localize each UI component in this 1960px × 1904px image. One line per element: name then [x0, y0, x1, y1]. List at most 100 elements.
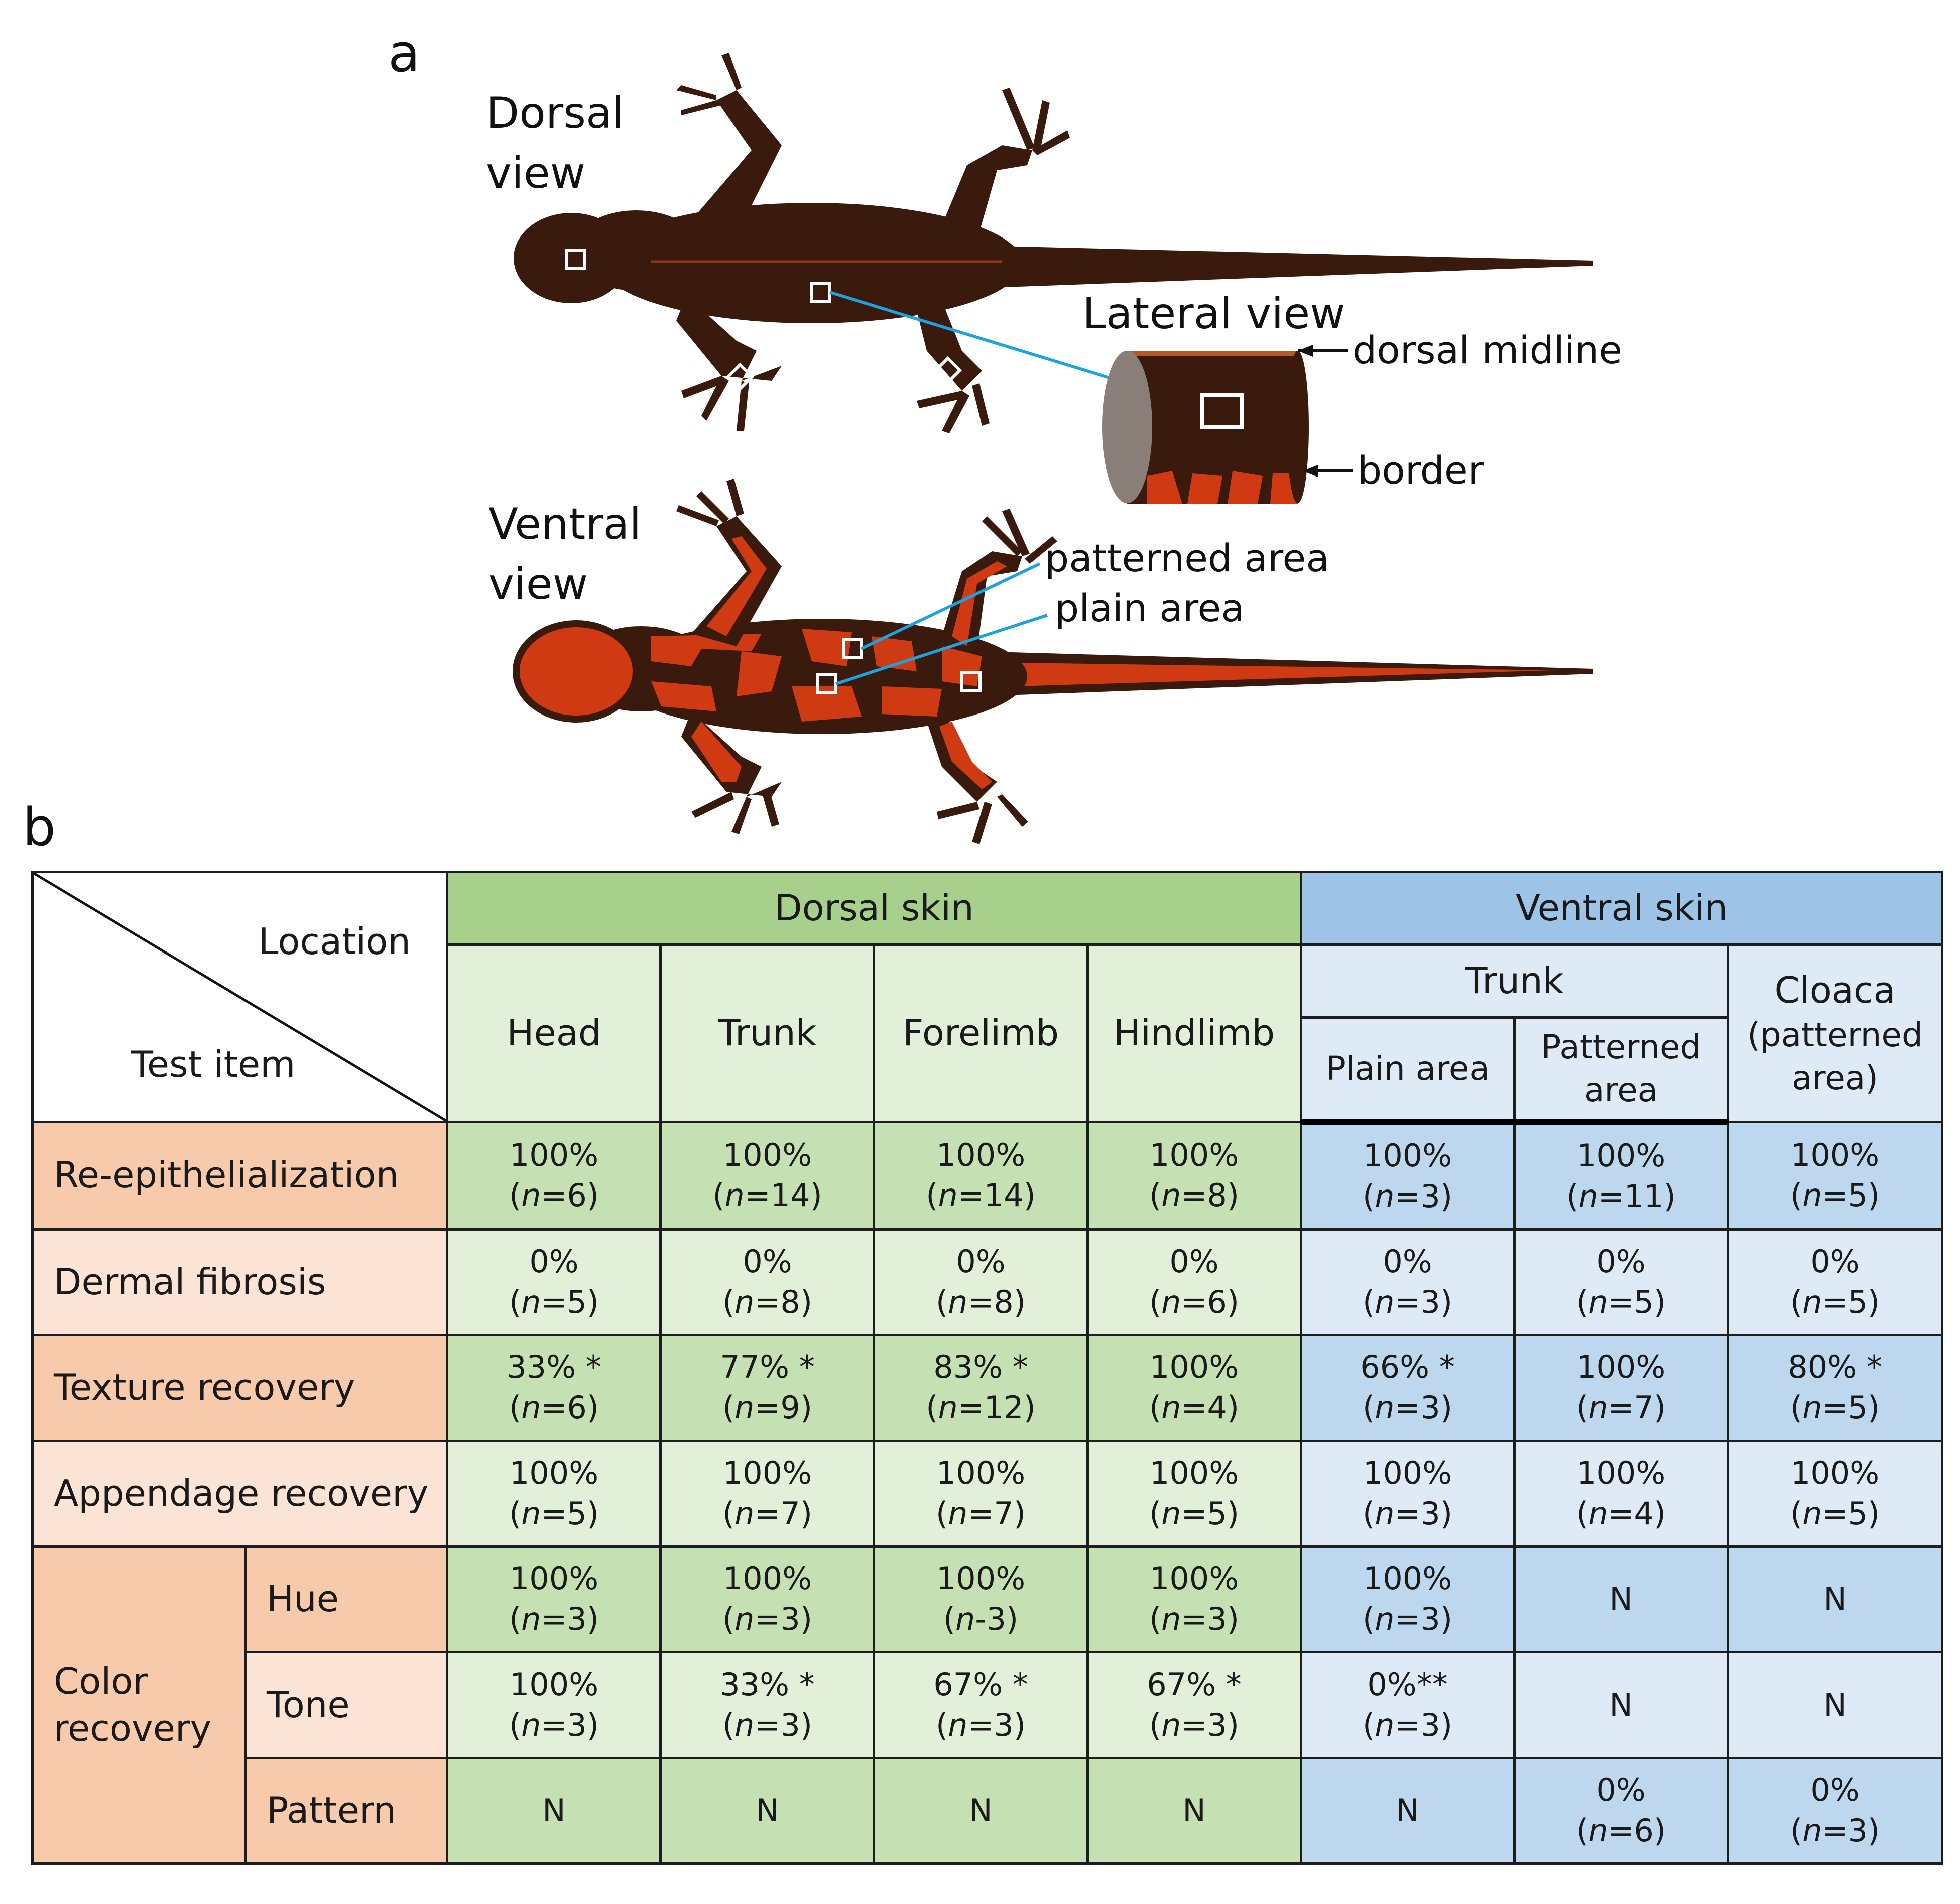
row-sublabel: Hue — [244, 1545, 448, 1653]
row-label: Appendage recovery — [31, 1440, 448, 1548]
sample-size: (n=12) — [926, 1389, 1036, 1426]
result-cell: 100%(n=4) — [1086, 1334, 1303, 1442]
col-ventral-trunk: Trunk — [1300, 943, 1730, 1019]
result-cell: 100%(n=8) — [1086, 1120, 1303, 1231]
result-value: 77% * — [720, 1349, 815, 1386]
cloaca-line-3: area) — [1792, 1059, 1879, 1098]
sample-size: (n=3) — [1790, 1812, 1880, 1849]
sample-size: (n=8) — [722, 1284, 813, 1320]
sample-size: (n=3) — [509, 1707, 599, 1743]
cloaca-line-1: Cloaca — [1774, 969, 1896, 1011]
corner-header: Location Test item — [31, 871, 448, 1123]
result-value: 80% * — [1788, 1349, 1882, 1386]
sample-size: (n=3) — [722, 1601, 813, 1637]
result-cell: 100%(n=3) — [446, 1651, 662, 1759]
result-value: 100% — [1363, 1560, 1452, 1597]
result-cell: 100%(n=3) — [1300, 1440, 1516, 1548]
sample-size: (n=4) — [1576, 1495, 1666, 1532]
result-cell: N — [446, 1757, 662, 1865]
corner-diagonal — [34, 873, 446, 1121]
panel-b-label: b — [23, 797, 56, 858]
lateral-view-cylinder — [1102, 351, 1309, 504]
ventral-salamander — [513, 479, 1593, 844]
dorsal-view-label: Dorsal — [486, 88, 624, 138]
result-cell: 100%(n=4) — [1513, 1440, 1730, 1548]
result-value: 100% — [1576, 1349, 1666, 1386]
result-cell: 0%(n=5) — [1727, 1228, 1944, 1336]
sample-size: (n=3) — [1362, 1495, 1453, 1532]
sample-size: (n=3) — [1362, 1707, 1453, 1743]
sample-size: (n=7) — [935, 1495, 1026, 1532]
col-hindlimb: Hindlimb — [1086, 943, 1303, 1123]
result-cell: 80% *(n=5) — [1727, 1334, 1944, 1442]
sample-size: (n=8) — [935, 1284, 1026, 1320]
result-cell: 100%(n=11) — [1513, 1120, 1730, 1231]
result-value: 100% — [936, 1136, 1026, 1173]
result-cell: 0%(n=3) — [1727, 1757, 1944, 1865]
result-value: 100% — [1363, 1137, 1452, 1174]
result-cell: 100%(n=14) — [659, 1120, 875, 1231]
cloaca-line-2: (patterned — [1747, 1016, 1923, 1055]
sample-size: (n=3) — [935, 1707, 1026, 1743]
sample-size: (n=14) — [926, 1177, 1036, 1214]
sample-size: (n=6) — [509, 1177, 599, 1214]
result-cell: 0%(n=5) — [1513, 1228, 1730, 1336]
result-value: 0% — [1810, 1243, 1860, 1280]
sample-size: (n=5) — [1790, 1389, 1880, 1426]
sample-size: (n=5) — [1149, 1495, 1240, 1532]
result-cell: 83% *(n=12) — [873, 1334, 1089, 1442]
col-plain-area: Plain area — [1300, 1016, 1516, 1125]
sample-size: (n=3) — [1149, 1601, 1240, 1637]
dorsal-view-label-2: view — [486, 148, 585, 198]
result-cell: 67% *(n=3) — [1086, 1651, 1303, 1759]
result-value: 0% — [1596, 1772, 1646, 1809]
result-value: 100% — [722, 1455, 812, 1492]
sample-size: (n=6) — [509, 1389, 599, 1426]
sample-size: (n=11) — [1566, 1178, 1676, 1215]
row-sublabel: Pattern — [244, 1757, 448, 1865]
patterned-line-1: Patterned — [1541, 1028, 1701, 1067]
sample-size: (n=3) — [722, 1707, 813, 1743]
result-cell: 100%(n=7) — [1513, 1334, 1730, 1442]
results-table: Location Test item Dorsal skin Ventral s… — [31, 871, 1944, 1865]
result-cell: 0%(n=8) — [659, 1228, 875, 1336]
sample-size: (n=3) — [1362, 1178, 1453, 1215]
result-cell: N — [1086, 1757, 1303, 1865]
col-head: Head — [446, 943, 662, 1123]
sample-size: (n-3) — [943, 1601, 1019, 1637]
result-cell: 100%(n=5) — [1727, 1120, 1944, 1231]
result-cell: 0%(n=6) — [1513, 1757, 1730, 1865]
result-cell: N — [1727, 1651, 1944, 1759]
result-cell: 0%(n=6) — [1086, 1228, 1303, 1336]
result-value: 0% — [1169, 1243, 1219, 1280]
result-cell: 100%(n=6) — [446, 1120, 662, 1231]
result-cell: 100%(n=5) — [1086, 1440, 1303, 1548]
result-value: N — [969, 1792, 993, 1829]
corner-test-item: Test item — [131, 1043, 296, 1085]
result-cell: 0%(n=5) — [446, 1228, 662, 1336]
result-cell: N — [659, 1757, 875, 1865]
result-cell: 66% *(n=3) — [1300, 1334, 1516, 1442]
result-cell: 100% (n=3) — [1300, 1120, 1516, 1231]
sample-size: (n=5) — [1790, 1177, 1880, 1214]
col-forelimb: Forelimb — [873, 943, 1089, 1123]
sample-size: (n=5) — [1790, 1495, 1880, 1532]
lateral-view-label: Lateral view — [1082, 289, 1345, 339]
patterned-line-2: area — [1584, 1071, 1658, 1109]
result-value: N — [1396, 1792, 1419, 1829]
sample-size: (n=14) — [712, 1177, 822, 1214]
result-cell: N — [1300, 1757, 1516, 1865]
result-cell: 100% (n=14) — [873, 1120, 1089, 1231]
result-value: N — [1823, 1580, 1847, 1617]
result-value: N — [1182, 1792, 1206, 1829]
result-value: 67% * — [933, 1666, 1028, 1703]
result-value: 0% — [529, 1243, 579, 1280]
result-value: 83% * — [933, 1349, 1028, 1386]
ventral-view-label: Ventral — [488, 499, 641, 549]
result-cell: 67% * (n=3) — [873, 1651, 1089, 1759]
